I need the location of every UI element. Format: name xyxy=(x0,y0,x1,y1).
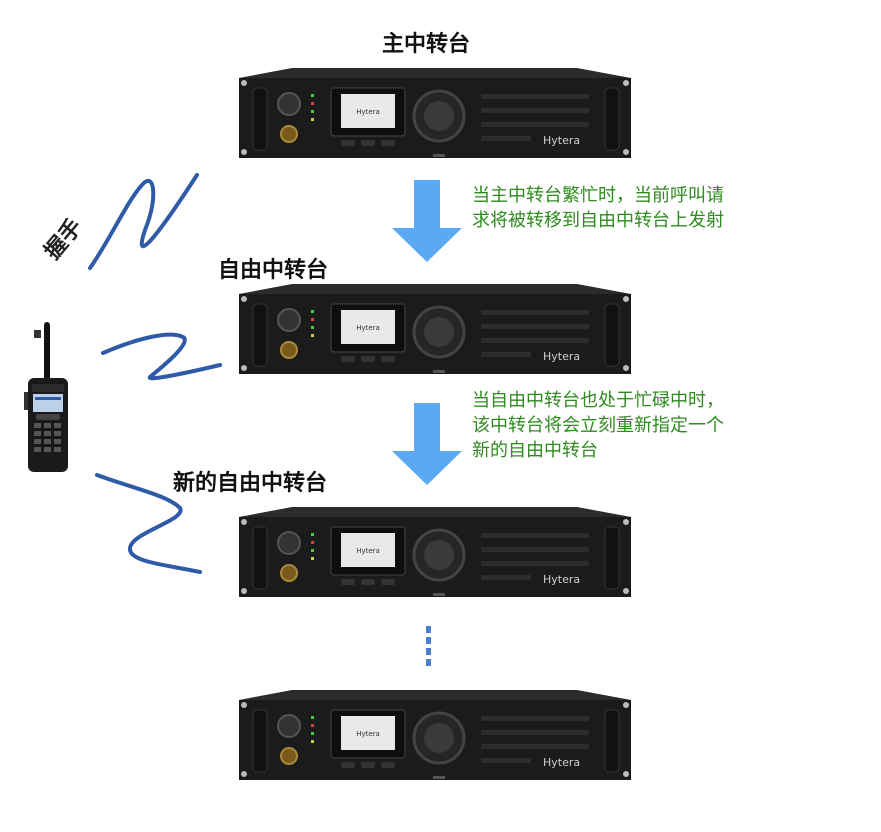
busy-transfer-note: 当主中转台繁忙时，当前呼叫请 求将被转移到自由中转台上发射 xyxy=(472,185,724,231)
repeater-lcd-text: Hytera xyxy=(356,547,380,555)
repeater-brand-label: Hytera xyxy=(543,134,580,147)
handshake-label: 握手 xyxy=(40,214,88,265)
down-arrow-icon xyxy=(392,180,462,262)
repeater-brand-label: Hytera xyxy=(543,756,580,769)
down-arrow-icon xyxy=(392,403,462,485)
radio-wave-icon xyxy=(95,473,202,574)
repeater-brand-label: Hytera xyxy=(543,350,580,363)
radio-wave-icon xyxy=(88,173,199,270)
new-free-repeater-title: 新的自由中转台 xyxy=(173,471,328,496)
free-repeater-title: 自由中转台 xyxy=(218,258,329,283)
main-repeater-title: 主中转台 xyxy=(382,32,471,57)
repeater-lcd-text: Hytera xyxy=(356,324,380,332)
repeater-brand-label: Hytera xyxy=(543,573,580,586)
more-repeaters-ellipsis xyxy=(426,626,431,670)
reassign-note: 当自由中转台也处于忙碌中时， 该中转台将会立刻重新指定一个 新的自由中转台 xyxy=(472,390,724,461)
handheld-radio-icon xyxy=(24,322,68,472)
repeater-lcd-text: Hytera xyxy=(356,730,380,738)
repeater-lcd-text: Hytera xyxy=(356,108,380,116)
radio-wave-icon xyxy=(101,332,222,381)
